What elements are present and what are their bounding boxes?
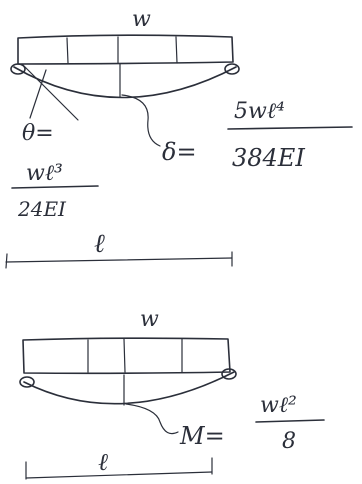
bottom-load-label: w (140, 307, 159, 332)
top-theta-slope-line (21, 63, 79, 121)
bottom-moment-numerator: wℓ² (260, 393, 297, 418)
top-load-divider-3 (175, 36, 178, 64)
bottom-span-dimension: ℓ (25, 448, 213, 480)
top-theta-denominator: 24EI (17, 197, 67, 221)
top-span-tick-left (5, 253, 8, 269)
bottom-load-divider-2 (123, 338, 126, 373)
top-beam-diagram: w θ= wℓ³ 24EI δ= 5wℓ⁴ 384EI (5, 7, 353, 269)
top-delta-label: δ= (162, 138, 197, 166)
bottom-span-line (25, 471, 213, 479)
bottom-moment-denominator: 8 (282, 429, 296, 454)
top-load-block-outline (17, 34, 234, 65)
bottom-moment-label: M= (179, 422, 225, 450)
bottom-load-block-outline (22, 337, 231, 375)
top-delta-numerator: 5wℓ⁴ (234, 99, 285, 124)
top-distributed-load (17, 34, 234, 65)
top-delta-fraction-bar (227, 126, 353, 130)
bottom-moment-leader (125, 403, 179, 435)
top-deflected-shape (13, 66, 237, 99)
top-delta-denominator: 384EI (232, 144, 305, 172)
top-span-line (5, 257, 233, 263)
top-theta-label: θ= (22, 121, 54, 146)
top-span-label: ℓ (94, 229, 105, 259)
bottom-span-label: ℓ (98, 448, 108, 476)
bottom-distributed-load (22, 337, 231, 375)
top-span-dimension: ℓ (5, 229, 233, 269)
bottom-left-support (19, 376, 35, 388)
top-theta-leader (29, 69, 47, 119)
top-delta-leader (121, 94, 161, 147)
top-load-label: w (132, 7, 151, 32)
bottom-moment-fraction-bar (255, 419, 325, 423)
bottom-moment-curve (23, 371, 235, 405)
top-theta-fraction-bar (11, 185, 99, 189)
bottom-beam-diagram: w M= wℓ² 8 ℓ (19, 307, 325, 480)
top-left-support (10, 63, 26, 75)
top-right-support (224, 63, 240, 75)
top-load-divider-1 (66, 37, 69, 64)
top-theta-numerator: wℓ³ (26, 161, 63, 186)
bottom-right-support (221, 368, 237, 380)
